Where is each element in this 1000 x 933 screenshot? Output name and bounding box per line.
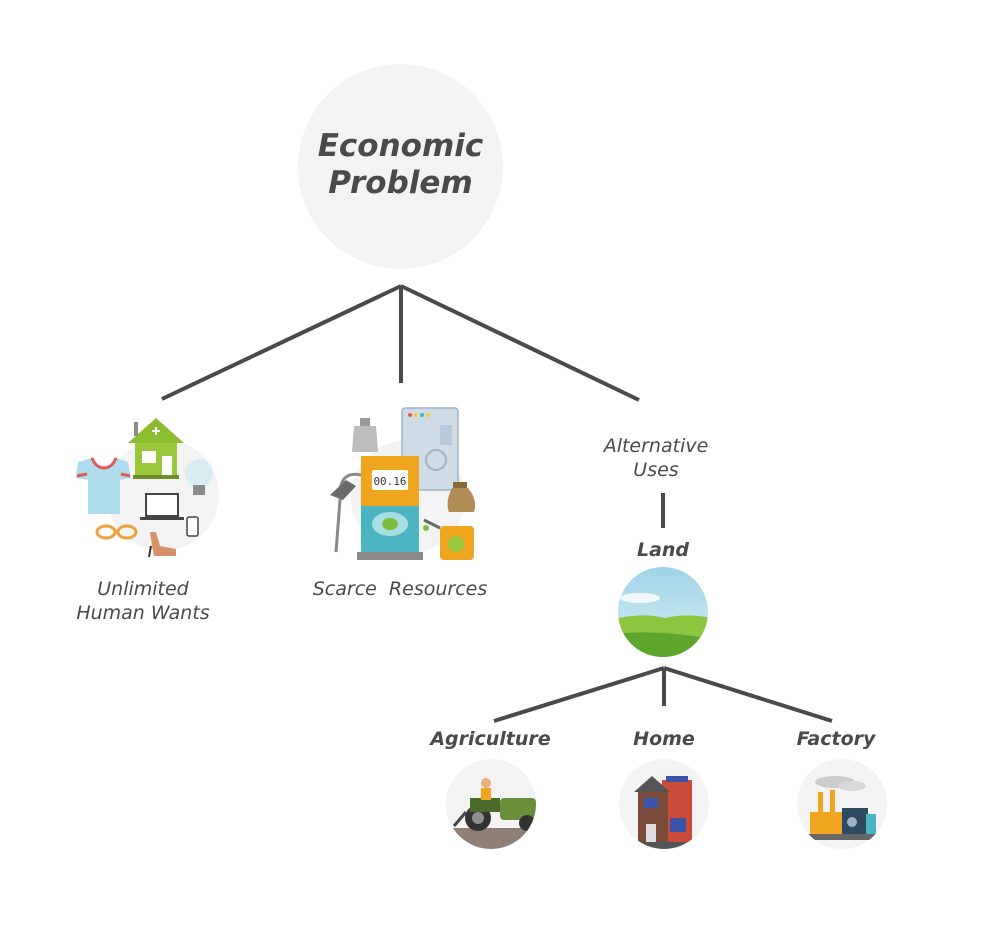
lightbulb-icon [185, 459, 213, 495]
resources-illustration: 00.16 [330, 407, 476, 560]
factory-image [797, 759, 887, 849]
wants-label-line-2: Human Wants [76, 602, 210, 624]
sack-icon [352, 418, 378, 452]
root-title-line-1: Economic [317, 128, 484, 164]
alternative-label-line-2: Uses [633, 459, 679, 481]
fuel-pump-icon: 00.16 [330, 456, 423, 560]
shoe-icon [148, 532, 176, 558]
wants-label-line-1: Unlimited [97, 578, 189, 600]
home-image [619, 759, 709, 849]
house-icon [128, 418, 184, 479]
money-bag-icon [447, 482, 476, 512]
agriculture-image [446, 759, 536, 849]
home-label: Home [633, 728, 695, 750]
phone-icon [186, 516, 199, 537]
agriculture-label: Agriculture [430, 728, 551, 750]
land-label: Land [636, 539, 690, 561]
alternative-label-line-1: Alternative [603, 435, 709, 457]
land-image [618, 567, 708, 657]
wants-label: Unlimited Human Wants [48, 577, 238, 625]
glasses-icon [95, 524, 138, 540]
root-node-title: Economic Problem [298, 128, 503, 202]
resources-label: Scarce Resources [312, 578, 488, 600]
fuel-canister-icon [423, 518, 474, 560]
connector-lines [161, 284, 833, 723]
laptop-icon [140, 493, 184, 520]
root-node-circle [298, 64, 503, 269]
factory-label: Factory [796, 728, 876, 750]
wants-illustration [76, 418, 219, 558]
alternative-uses-label: Alternative Uses [566, 434, 746, 482]
svg-text:00.16: 00.16 [373, 475, 406, 488]
tshirt-icon [76, 457, 131, 514]
root-title-line-2: Problem [328, 165, 473, 201]
